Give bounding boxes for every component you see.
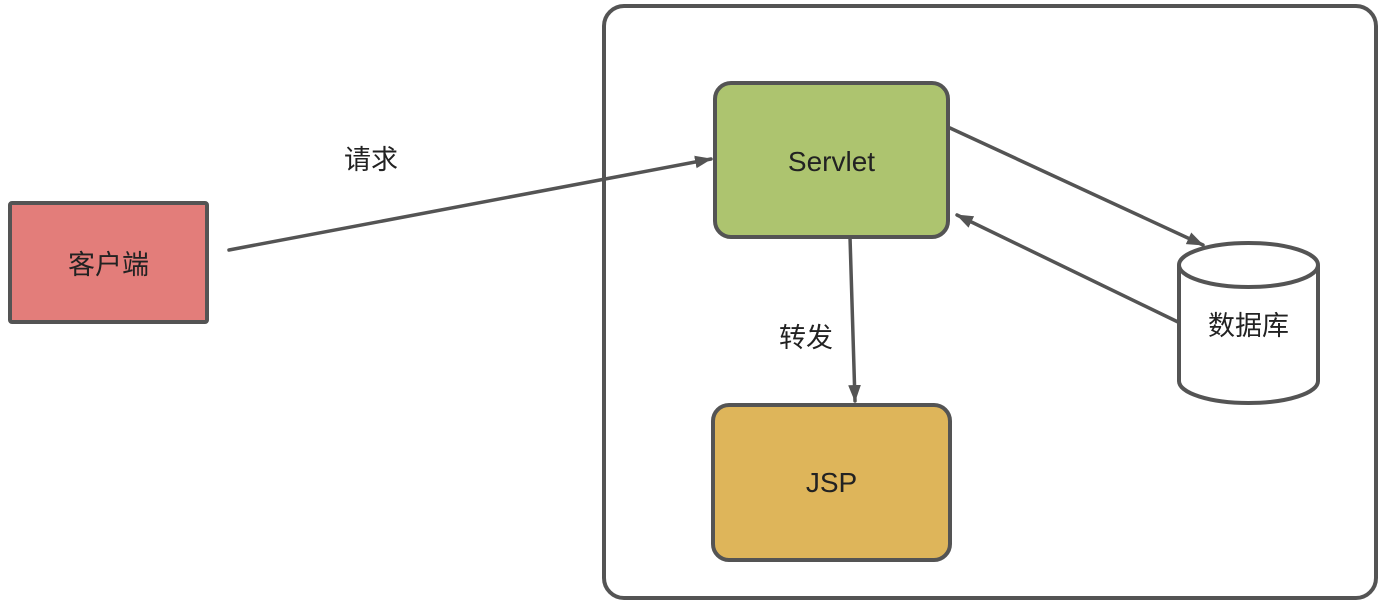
client-node <box>8 201 209 324</box>
servlet-node-label: Servlet <box>788 146 875 177</box>
servlet-node <box>713 81 950 239</box>
database-cylinder <box>1177 241 1320 405</box>
database-cylinder-top <box>1177 241 1320 289</box>
server-container-box <box>602 4 1378 600</box>
jsp-node <box>711 403 952 562</box>
database-cylinder-body <box>1177 265 1320 405</box>
request-arrow <box>227 155 713 252</box>
forward-arrow-label: 转发 <box>779 323 833 353</box>
request-arrow-label: 请求 <box>344 145 398 175</box>
client-node-label: 客户端 <box>68 250 149 280</box>
db-to-servlet-arrow <box>955 213 1180 324</box>
database-node-label: 数据库 <box>1208 311 1289 341</box>
servlet-to-db-arrow <box>948 126 1205 247</box>
jsp-node-label: JSP <box>806 467 857 498</box>
forward-arrow <box>848 235 861 403</box>
